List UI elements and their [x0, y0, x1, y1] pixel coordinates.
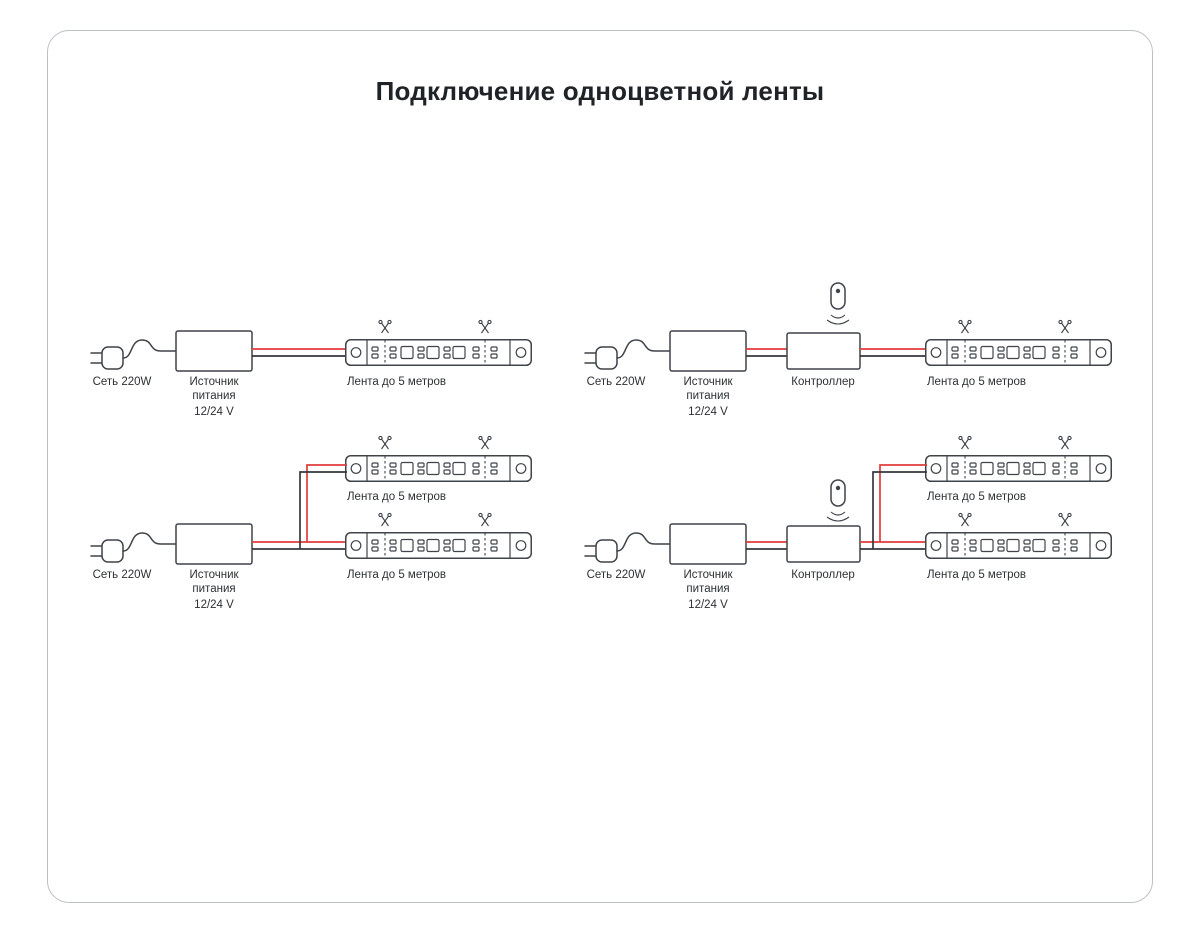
diagram-controller: Сеть 220W Источник питания 12/24 V Контр… — [584, 282, 1125, 418]
power-supply-box — [669, 330, 747, 372]
strip-label-top: Лента до 5 метров — [347, 491, 446, 503]
psu-label-line2: питания — [192, 583, 235, 595]
psu-label-line1: Источник — [189, 569, 239, 581]
psu-voltage-label: 12/24 V — [194, 599, 234, 611]
psu-label-line2: питания — [686, 583, 729, 595]
psu-label-line1: Источник — [189, 376, 239, 388]
controller-label: Контроллер — [791, 569, 854, 581]
led-strip — [346, 320, 532, 365]
psu-label-line1: Источник — [683, 569, 733, 581]
psu-voltage-label: 12/24 V — [194, 406, 234, 418]
psu-voltage-label: 12/24 V — [688, 406, 728, 418]
mains-label: Сеть 220W — [93, 376, 152, 388]
diagram-basic: Сеть 220W Источник питания 12/24 V Лента… — [90, 275, 555, 418]
wire-red-branch — [306, 464, 347, 542]
wire-dark-branch — [872, 471, 927, 549]
mains-label: Сеть 220W — [93, 569, 152, 581]
page-title: Подключение одноцветной ленты — [375, 76, 825, 106]
led-strip-bottom — [346, 513, 532, 558]
diagram-controller-two-strips: Лента до 5 метров Сеть 220W Источник пит… — [584, 435, 1125, 611]
plug-icon — [90, 339, 177, 370]
mains-label: Сеть 220W — [587, 376, 646, 388]
power-supply-box — [175, 330, 253, 372]
diagram-two-strips: Лента до 5 метров Сеть 220W Источник пит… — [90, 435, 555, 611]
strip-label-bottom: Лента до 5 метров — [927, 569, 1026, 581]
plug-icon — [90, 532, 177, 563]
psu-label-line1: Источник — [683, 376, 733, 388]
strip-label-top: Лента до 5 метров — [927, 491, 1026, 503]
led-strip-bottom — [926, 513, 1112, 558]
remote-icon — [826, 479, 850, 522]
remote-icon — [826, 282, 850, 325]
strip-label: Лента до 5 метров — [927, 376, 1026, 388]
led-strip-top — [926, 436, 1112, 481]
led-strip-top — [346, 436, 532, 481]
controller-label: Контроллер — [791, 376, 854, 388]
wire-red-branch — [879, 464, 927, 542]
plug-icon — [584, 532, 671, 563]
psu-label-line2: питания — [686, 390, 729, 402]
mains-label: Сеть 220W — [587, 569, 646, 581]
controller-box — [786, 525, 861, 563]
psu-label-line2: питания — [192, 390, 235, 402]
led-strip — [926, 320, 1112, 365]
power-supply-box — [175, 523, 253, 565]
strip-label: Лента до 5 метров — [347, 376, 446, 388]
psu-voltage-label: 12/24 V — [688, 599, 728, 611]
power-supply-box — [669, 523, 747, 565]
strip-label-bottom: Лента до 5 метров — [347, 569, 446, 581]
plug-icon — [584, 339, 671, 370]
wire-dark-branch — [299, 471, 347, 549]
controller-box — [786, 332, 861, 370]
